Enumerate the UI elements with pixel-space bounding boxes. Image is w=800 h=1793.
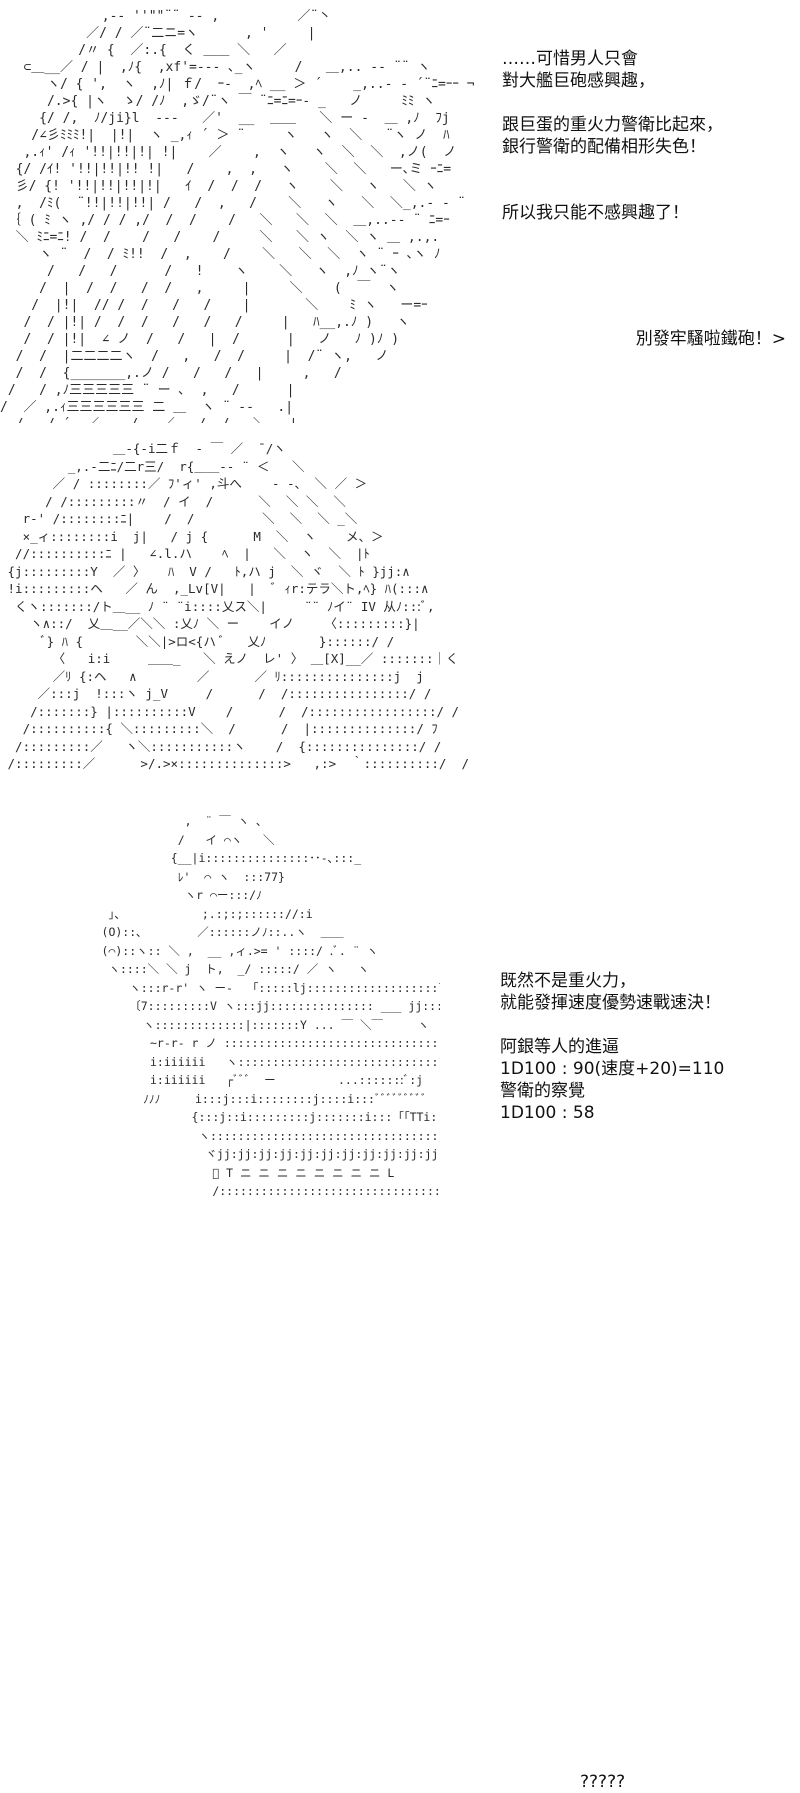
dialogue-line: 警衛的察覺 [500,1081,585,1101]
aside-remark: 別發牢騷啦鐵砲！> [636,328,786,350]
dialogue-line [502,92,723,114]
panel-1: ,-‐ ''""¨¨ ‐- , ／¨丶 ／/ / ／¨二ニ=ヽ , ' | /〃… [0,0,800,430]
dialogue-line: 1D100 : 90(速度+20)=110 [500,1059,725,1079]
dialogue-line: 就能發揮速度優勢速戰速決！ [500,993,721,1013]
dialogue-line: ????? [580,1772,626,1792]
ascii-art-speaker: ,-‐ ''""¨¨ ‐- , ／¨丶 ／/ / ／¨二ニ=ヽ , ' | /〃… [0,9,475,423]
dialogue-text: ……可惜男人只會對大艦巨砲感興趣， 跟巨蛋的重火力警衛比起來，銀行警衛的配備相形失… [502,48,723,224]
dialogue-line: 阿銀等人的進逼 [500,1037,619,1057]
ascii-art-security-guard: , ¨ ￣ ヽ ､ / イ ⌒ヽ ＼ {__|i:::::::::::::::･… [101,814,440,1197]
dialogue-line: 1D100 : 58 [500,1103,595,1123]
dialogue-line [502,180,723,202]
dialogue-line: ……可惜男人只會 [502,49,638,69]
ascii-art-character-grinning: ＿-{-i二ｆ ‐ ￣ ／ ̄ /ヽ _,.-二ﾆ/二r三/ r{＿＿-‐ ¨ … [7,441,470,771]
aside-line: 別發牢騷啦鐵砲！> [635,329,786,349]
dialogue-line: 所以我只能不感興趣了！ [502,203,689,223]
panel-2: ＿-{-i二ｆ ‐ ￣ ／ ̄ /ヽ _,.-二ﾆ/二r三/ r{＿＿-‐ ¨ … [0,430,800,1123]
dialogue-line [502,158,723,180]
dialogue-line: 跟巨蛋的重火力警衛比起來， [502,115,723,135]
dialogue-line: 對大艦巨砲感興趣， [502,71,655,91]
dialogue-line: 既然不是重火力， [500,971,636,991]
panel-3: , ¨ ￣ ヽ ､ / イ ⌒ヽ ＼ {__|i:::::::::::::::･… [0,810,800,1792]
dialogue-line: 銀行警衛的配備相形失色！ [502,137,706,157]
dialogue-text: ????? [580,1771,625,1793]
